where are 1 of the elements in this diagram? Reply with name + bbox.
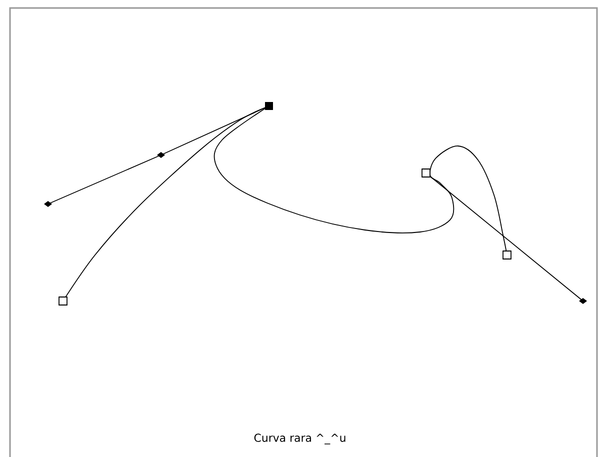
caption: Curva rara ^_^u: [254, 434, 346, 444]
